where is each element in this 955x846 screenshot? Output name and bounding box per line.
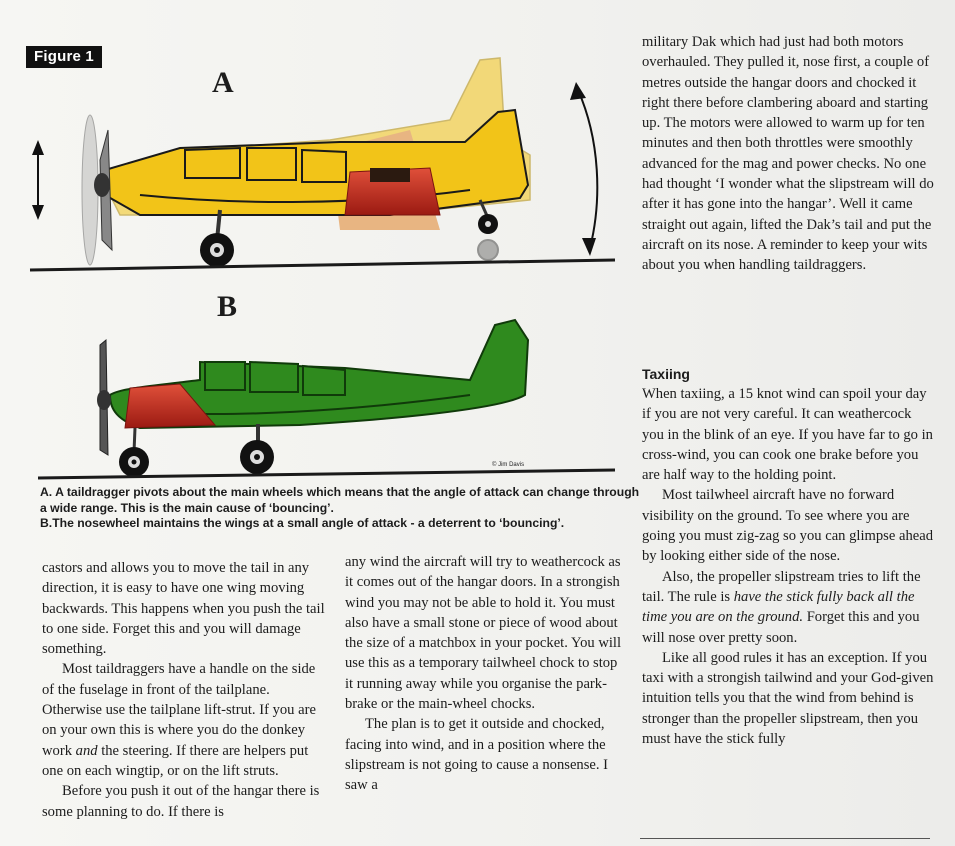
ground-line-b <box>37 468 616 480</box>
pitch-arrow-small <box>32 140 44 220</box>
caption-line-a: A. A taildragger pivots about the main w… <box>40 485 640 515</box>
figure-letter-b: B <box>217 290 238 323</box>
illustration-credit: © Jim Davis <box>492 462 525 468</box>
ground-line-a <box>29 258 616 272</box>
figure-caption: A. A taildragger pivots about the main w… <box>40 485 640 532</box>
column-3-top: military Dak which had just had both mot… <box>642 32 934 276</box>
page-rule <box>640 838 930 839</box>
figure-letter-a: A <box>212 66 234 99</box>
pitch-arrow-large <box>570 82 599 256</box>
figure-illustration <box>29 57 616 480</box>
taxiing-heading: Taxiing <box>642 366 690 382</box>
taxiing-paragraph: Also, the propeller slipstream tries to … <box>642 568 921 646</box>
taxiing-section: Taxiing When taxiing, a 15 knot wind can… <box>642 364 934 749</box>
col3-paragraph: military Dak which had just had both mot… <box>642 34 934 274</box>
col1-paragraph: Before you push it out of the hangar the… <box>42 783 320 820</box>
taxiing-paragraph: Most tailwheel aircraft have no forward … <box>642 487 933 565</box>
taxiing-paragraph: Like all good rules it has an exception.… <box>642 649 934 748</box>
taxiing-paragraph: When taxiing, a 15 knot wind can spoil y… <box>642 386 933 484</box>
col2-paragraph: any wind the aircraft will try to weathe… <box>345 554 622 713</box>
col1-paragraph: castors and allows you to move the tail … <box>42 560 325 658</box>
col1-paragraph: Most taildraggers have a handle on the s… <box>42 661 316 779</box>
caption-line-b: B.The nosewheel maintains the wings at a… <box>40 516 565 530</box>
col2-paragraph: The plan is to get it outside and chocke… <box>345 716 609 794</box>
figure-label: Figure 1 <box>26 46 102 68</box>
column-1: castors and allows you to move the tail … <box>42 558 327 822</box>
nosewheel-aircraft <box>97 318 530 477</box>
taildragger-aircraft <box>94 108 530 267</box>
column-2: any wind the aircraft will try to weathe… <box>345 552 625 796</box>
